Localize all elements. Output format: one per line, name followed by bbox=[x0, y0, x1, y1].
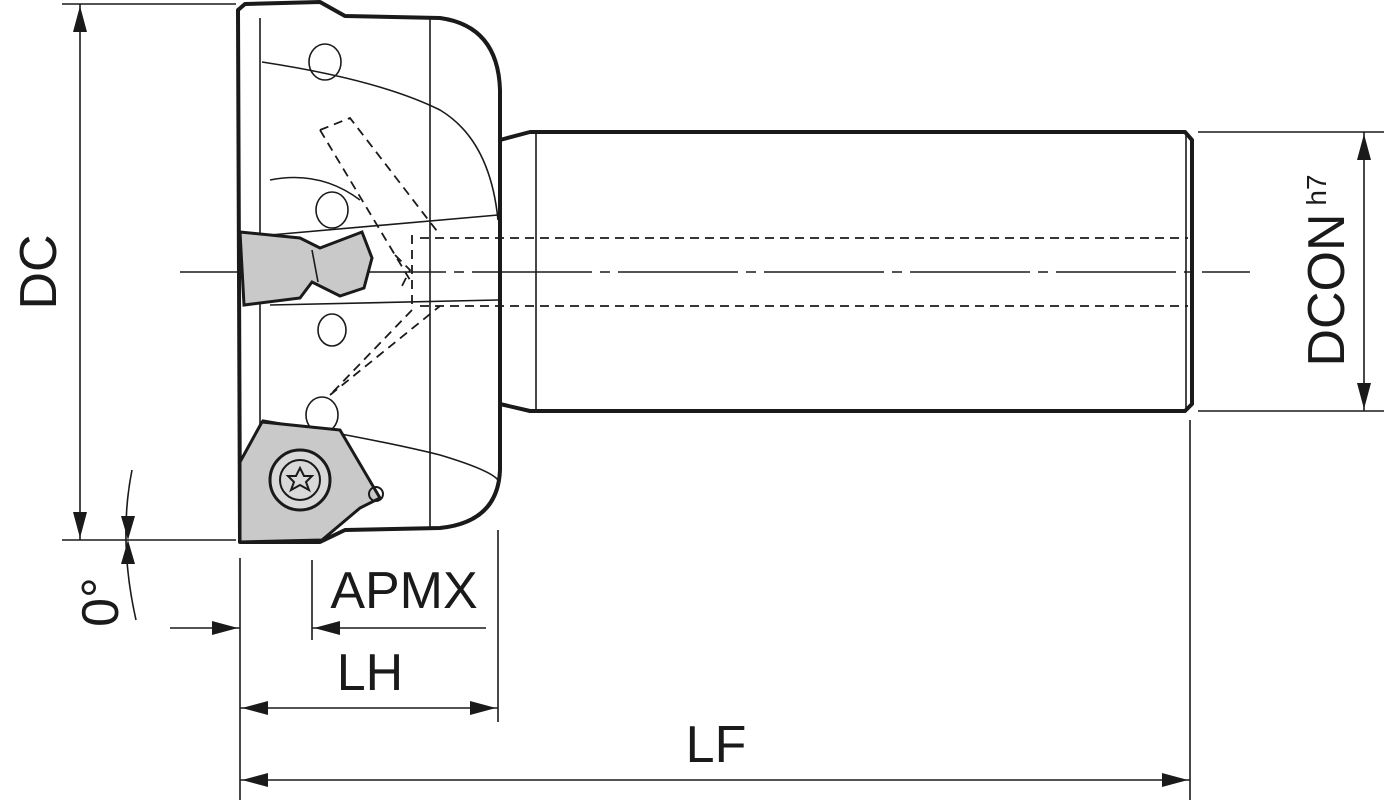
coolant-channels bbox=[319, 116, 1188, 396]
cutter-head bbox=[236, 0, 502, 544]
angle-label: 0° bbox=[72, 577, 130, 627]
screw-icon bbox=[268, 448, 332, 512]
apmx-label: APMX bbox=[330, 562, 477, 620]
lh-label: LH bbox=[337, 644, 403, 702]
lf-label: LF bbox=[686, 716, 747, 774]
insert-front bbox=[238, 420, 384, 544]
dimension-apmx: APMX bbox=[170, 558, 486, 800]
dimension-lh: LH bbox=[240, 530, 499, 722]
dimension-dc: DC bbox=[10, 3, 236, 541]
dc-label: DC bbox=[10, 234, 68, 309]
dimension-dcon: DCON h7 bbox=[1198, 131, 1384, 412]
dimension-angle: 0° bbox=[72, 469, 137, 627]
dimension-lf: LF bbox=[240, 420, 1191, 800]
dcon-label: DCON bbox=[1298, 213, 1356, 366]
insert-side bbox=[238, 230, 374, 307]
dcon-tolerance: h7 bbox=[1301, 174, 1332, 205]
